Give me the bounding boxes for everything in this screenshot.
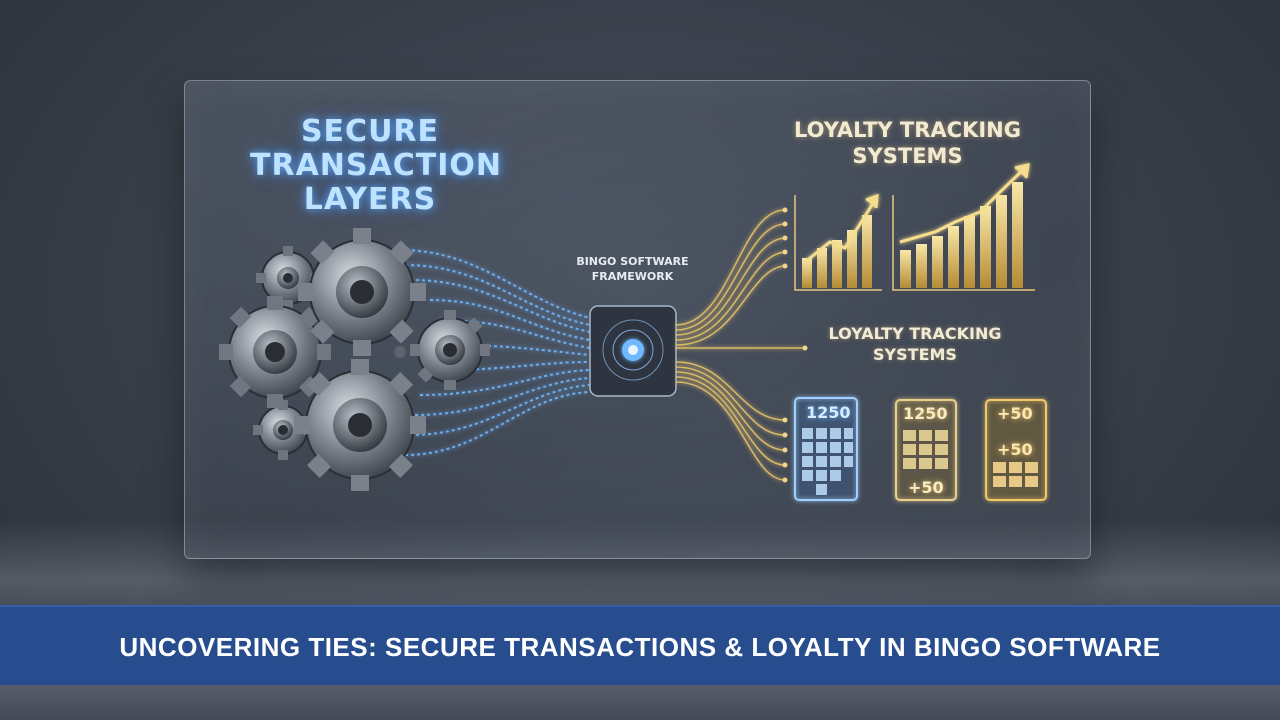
card-1-value: 1250 <box>806 403 851 422</box>
gears-icon <box>219 228 490 491</box>
banner-title: UNCOVERING TIES: SECURE TRANSACTIONS & L… <box>119 632 1161 662</box>
card-3-bonus-mid: +50 <box>997 440 1033 459</box>
bingo-card-icon-3 <box>985 399 1047 501</box>
trend-arrow-icon <box>804 193 879 264</box>
gold-data-streams <box>675 209 805 481</box>
loyalty-tracking-title-top: LOYALTY TRACKING SYSTEMS <box>794 118 1021 168</box>
bar-chart-icon-2 <box>892 182 1035 291</box>
blue-data-streams <box>399 249 591 456</box>
stream-endpoints <box>782 207 808 483</box>
bingo-card-icon-2 <box>895 399 957 501</box>
chip-icon <box>589 305 677 397</box>
loyalty-tracking-title-mid: LOYALTY TRACKING SYSTEMS <box>828 324 1002 364</box>
secure-transaction-title: SECURE TRANSACTION LAYERS <box>250 114 502 217</box>
title-banner: UNCOVERING TIES: SECURE TRANSACTIONS & L… <box>0 605 1280 687</box>
bingo-card-icon <box>794 397 858 501</box>
bingo-framework-label: BINGO SOFTWARE FRAMEWORK <box>576 255 689 283</box>
bar-chart-icon <box>794 195 882 291</box>
card-3-bonus-top: +50 <box>997 404 1033 423</box>
card-2-bonus: +50 <box>908 478 944 497</box>
bottom-strip <box>0 685 1280 720</box>
trend-arrow-icon-2 <box>899 163 1030 244</box>
floor-reflection <box>0 520 1280 620</box>
card-2-value: 1250 <box>903 404 948 423</box>
